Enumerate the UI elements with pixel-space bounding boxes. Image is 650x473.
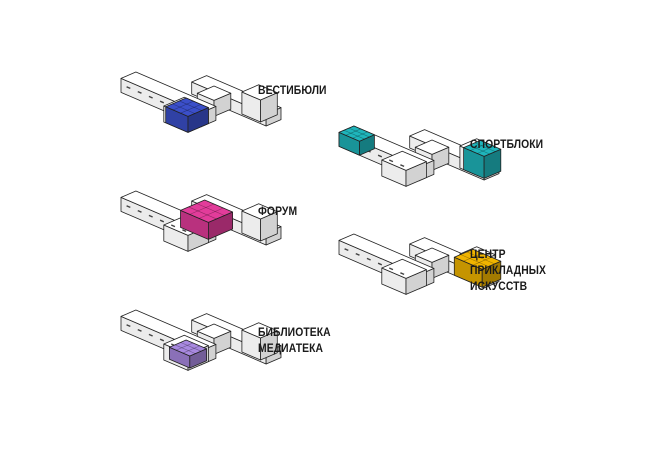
label-lobbies: ВЕСТИБЮЛИ — [258, 83, 327, 99]
building-axonometric-forum — [120, 190, 282, 252]
label-crafts-line-1: ЦЕНТР — [470, 249, 506, 261]
diagram-forum — [88, 177, 282, 277]
building-axonometric-crafts — [338, 233, 502, 295]
label-crafts-line-2: ПРИКЛАДНЫХ — [470, 265, 547, 277]
building-axonometric-library — [120, 309, 282, 371]
diagram-sports — [306, 112, 502, 212]
highlight-library-0-top — [169, 339, 207, 357]
building-axonometric-lobbies — [120, 71, 282, 133]
label-sports: СПОРТБЛОКИ — [470, 137, 543, 153]
label-library-line-2: МЕДИАТЕКА — [258, 343, 324, 355]
label-library: БИБЛИОТЕКА МЕДИАТЕКА — [258, 325, 331, 357]
label-lobbies-line-1: ВЕСТИБЮЛИ — [258, 85, 327, 97]
label-library-line-1: БИБЛИОТЕКА — [258, 327, 331, 339]
diagram-library — [88, 296, 282, 396]
label-sports-line-1: СПОРТБЛОКИ — [470, 139, 544, 151]
highlight-sports — [338, 125, 502, 179]
label-forum-line-1: ФОРУМ — [258, 206, 298, 218]
building-axonometric-sports — [338, 125, 502, 187]
label-crafts-line-3: ИСКУССТВ — [470, 281, 528, 293]
highlight-crafts-0-top — [453, 248, 502, 270]
label-crafts: ЦЕНТР ПРИКЛАДНЫХ ИСКУССТВ — [470, 247, 546, 295]
highlight-crafts — [453, 248, 502, 288]
label-forum: ФОРУМ — [258, 204, 297, 220]
highlight-sports-1-top — [463, 139, 502, 157]
highlight-lobbies-0-top — [165, 97, 209, 117]
highlight-forum-0-top — [180, 199, 234, 223]
highlight-lobbies — [165, 97, 209, 133]
highlight-library — [169, 339, 207, 369]
highlight-forum — [180, 199, 234, 240]
diagram-lobbies — [88, 58, 282, 158]
highlight-sports-0-top — [338, 125, 375, 142]
diagram-crafts — [306, 220, 502, 320]
